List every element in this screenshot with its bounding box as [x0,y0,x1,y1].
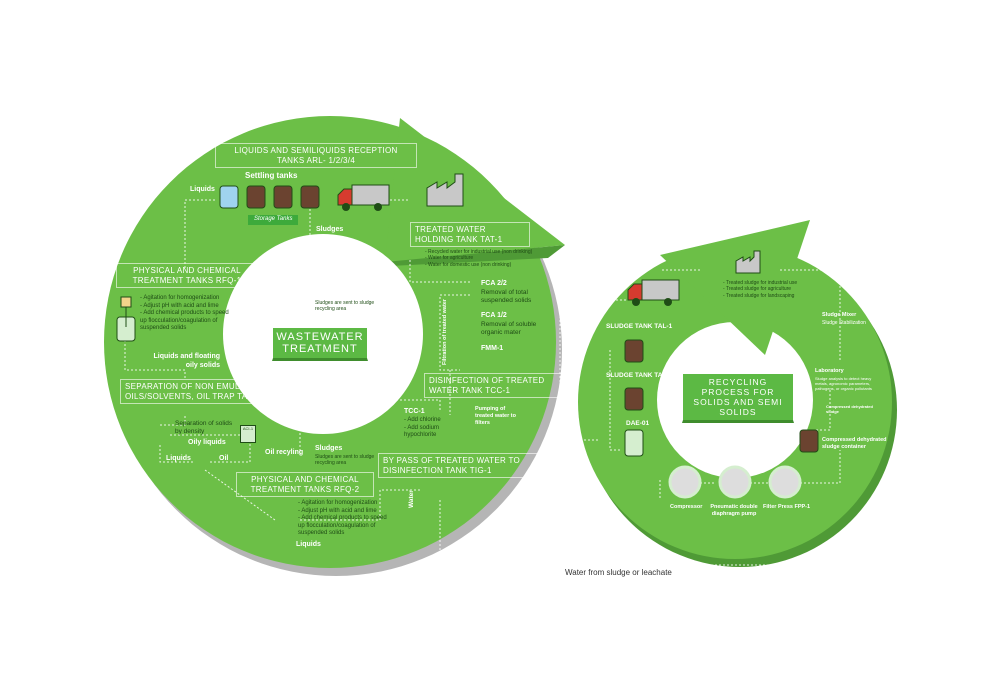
storage-tanks-label: Storage Tanks [248,215,299,225]
fca12-label: FCA 1/2 [481,312,507,319]
factory-icon [426,173,464,207]
oil-recycling-label: Oil recyling [265,449,304,456]
reception-title: LIQUIDS AND SEMILIQUIDS RECEPTION TANKS … [215,143,417,169]
tac-title: SEPARATION OF NON EMULSIFIED OILS/SOLVEN… [120,379,275,405]
mixer-tank-icon [116,296,136,342]
rfq2-title: PHYSICAL AND CHEMICAL TREATMENT TANKS RF… [236,472,374,498]
mixer-desc: Sludge Stabilization [822,320,866,326]
fmm-label: FMM-1 [481,345,504,352]
sludges-label-3: Sludges [315,445,343,452]
filtration-label: Filtration of treated water [442,298,448,365]
liquids-label-3: Liquids [296,541,321,548]
pumping-label: Pumping of treated water to filters [475,406,516,426]
oily-liquids-label: Oily liquids [188,439,226,446]
left-arrowhead [385,118,565,262]
liquids-label: Liquids [190,186,215,193]
right-equipment-icons [624,339,819,499]
compressed-note: Compressed dehydrated sludge [826,404,873,414]
fca22-label: FCA 2/2 [481,280,507,287]
container-label: Compressed dehydrated sludge container [822,437,887,450]
sludges-label: Sludges [316,226,344,233]
tcc-label: TCC-1 [404,408,425,415]
bypass-title: BY PASS OF TREATED WATER TO DISINFECTION… [378,453,538,479]
truck-icon-2 [627,279,680,306]
tal1-label: SLUDGE TANK TAL-1 [606,323,673,330]
water-label: Water [408,490,415,508]
sludges-label-2: Sludges [238,310,266,317]
compressor-label: Compressor [670,504,703,510]
fca22-desc: Removal of total suspended solids [481,289,532,305]
filter-press-label: Filter Press FPP-1 [763,504,811,510]
tat-list: - Recycled water for industrial use (non… [425,249,533,268]
aci-tank: ACI-1 [240,425,256,443]
oil-label: Oil [219,455,229,462]
settling-label: Settling tanks [245,171,298,180]
dae-label: DAE-01 [626,420,650,427]
tcc-title: DISINFECTION OF TREATED WATER TANK TCC-1 [424,373,569,399]
sludges-sent-note: Sludges are sent to sludge recycling are… [315,300,375,313]
rfq1-list: - Agitation for homogenization- Adjust p… [140,295,229,331]
mixer-label: Sludge Mixer [822,312,857,318]
right-arrowhead [660,220,810,355]
water-from-sludge-label: Water from sludge or leachate [565,568,672,577]
tal2-label: SLUDGE TANK TAL-2 [606,372,673,379]
fca12-desc: Removal of soluble organic mater [481,321,537,337]
pump-label: Pneumatic double diaphragm pump [710,504,758,517]
sludge-uses-list: - Treated sludge for industrial use- Tre… [723,280,798,299]
rfq1-title: PHYSICAL AND CHEMICAL TREATMENT TANKS RF… [116,263,258,289]
factory-icon-2 [735,250,761,274]
sludges-sent-note-2: Sludges are sent to sludge recycling are… [315,454,375,467]
lab-desc: Sludge analysis to detect heavy metals, … [815,376,872,391]
lab-label: Laboratory [815,368,844,374]
rfq2-list: - Agitation for homogenization- Adjust p… [298,500,387,536]
tat-title: TREATED WATER HOLDING TANK TAT-1 [410,222,530,248]
truck-icon [337,184,390,211]
recycling-title: RECYCLING PROCESS FOR SOLIDS AND SEMI SO… [682,373,794,423]
density-label: Separation of solids by density [175,420,233,436]
settling-tanks-icon [219,185,320,209]
wastewater-title: WASTEWATER TREATMENT [272,327,368,361]
tcc-list: - Add chlorine- Add sodium hypochlorite [404,417,441,438]
liquids-label-2: Liquids [166,455,191,462]
floating-label: Liquids and floating oily solids [153,353,221,369]
